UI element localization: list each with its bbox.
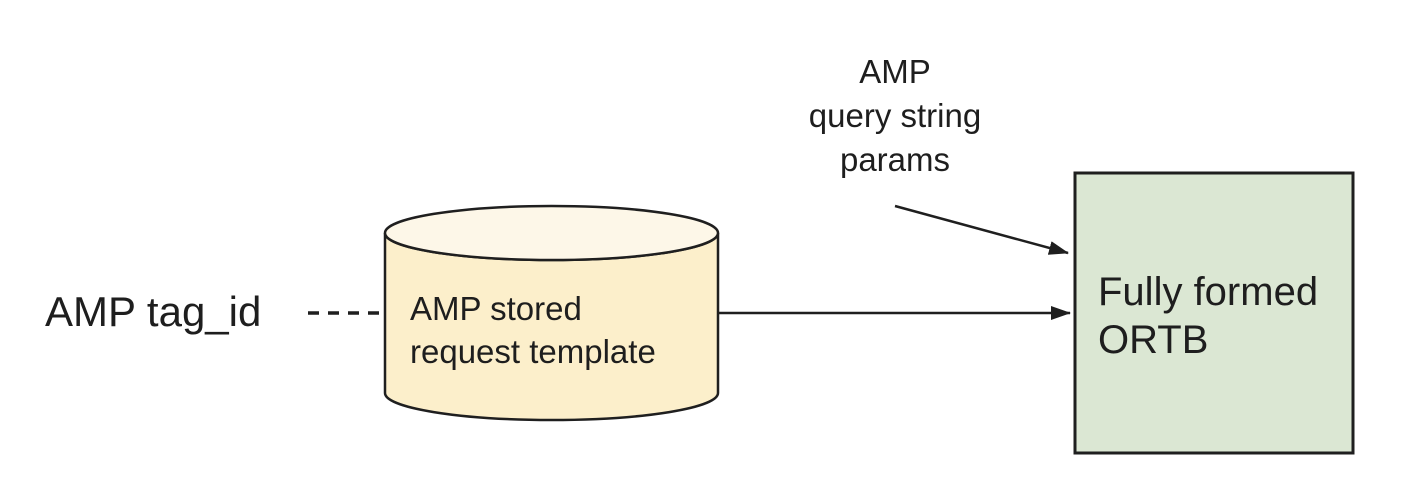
- cylinder-top-ellipse: [383, 204, 720, 262]
- query-params-label: AMP query string params: [809, 53, 981, 178]
- ortb-box-label-line1: Fully formed: [1098, 270, 1318, 314]
- cylinder-label-line1: AMP stored: [410, 290, 582, 327]
- ortb-box: Fully formed ORTB: [1073, 171, 1355, 455]
- stored-request-cylinder: AMP stored request template: [383, 204, 720, 422]
- query-params-label-line3: params: [840, 141, 950, 178]
- cylinder-label-line2: request template: [410, 333, 656, 370]
- query-params-to-ortb-arrow: [894, 204, 1069, 255]
- ortb-box-rect: [1073, 171, 1355, 455]
- tag-id-label: AMP tag_id: [45, 288, 261, 335]
- query-params-label-line2: query string: [809, 97, 981, 134]
- query-params-label-line1: AMP: [859, 53, 931, 90]
- ortb-box-label-line2: ORTB: [1098, 318, 1208, 362]
